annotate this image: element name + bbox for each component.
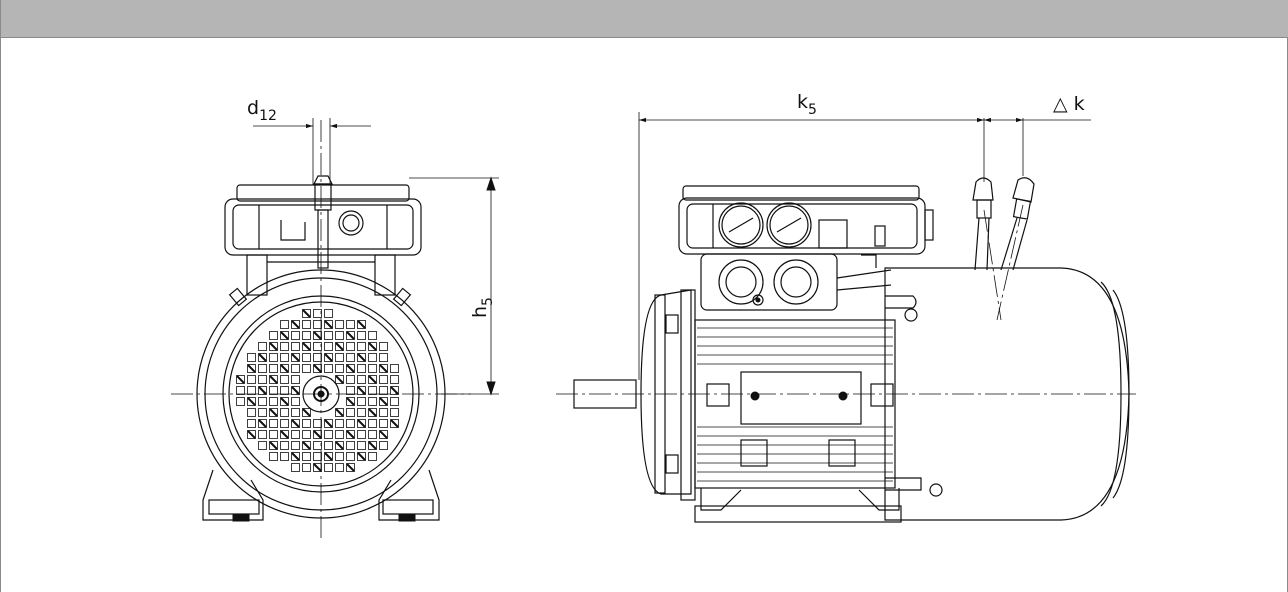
side-terminal-box (678, 185, 934, 311)
delta-k-label: △ k (1053, 93, 1085, 115)
front-shaft (302, 375, 340, 413)
front-terminal-box (224, 175, 422, 296)
d12-label: d12 (247, 97, 277, 124)
k5-label: k5 (797, 91, 817, 118)
brake-release-levers (972, 118, 1035, 321)
front-housing (196, 269, 446, 519)
front-feet (202, 469, 440, 522)
h5-label: h5 (469, 297, 496, 318)
dimension-k5: k5 (638, 91, 984, 380)
side-shaft (573, 379, 637, 409)
dimension-h5: h5 (409, 176, 499, 396)
side-rear-housing (884, 267, 1130, 521)
side-view: k5 △ k (556, 91, 1136, 523)
side-flange (640, 289, 696, 501)
dimension-d12: d12 (247, 97, 371, 185)
front-view: d12 h5 (171, 97, 499, 540)
header-bar (1, 0, 1288, 38)
dimension-delta-k: △ k (984, 93, 1091, 123)
side-feet (694, 371, 902, 523)
front-fan-grille (236, 309, 399, 472)
side-body-fins (694, 319, 896, 489)
